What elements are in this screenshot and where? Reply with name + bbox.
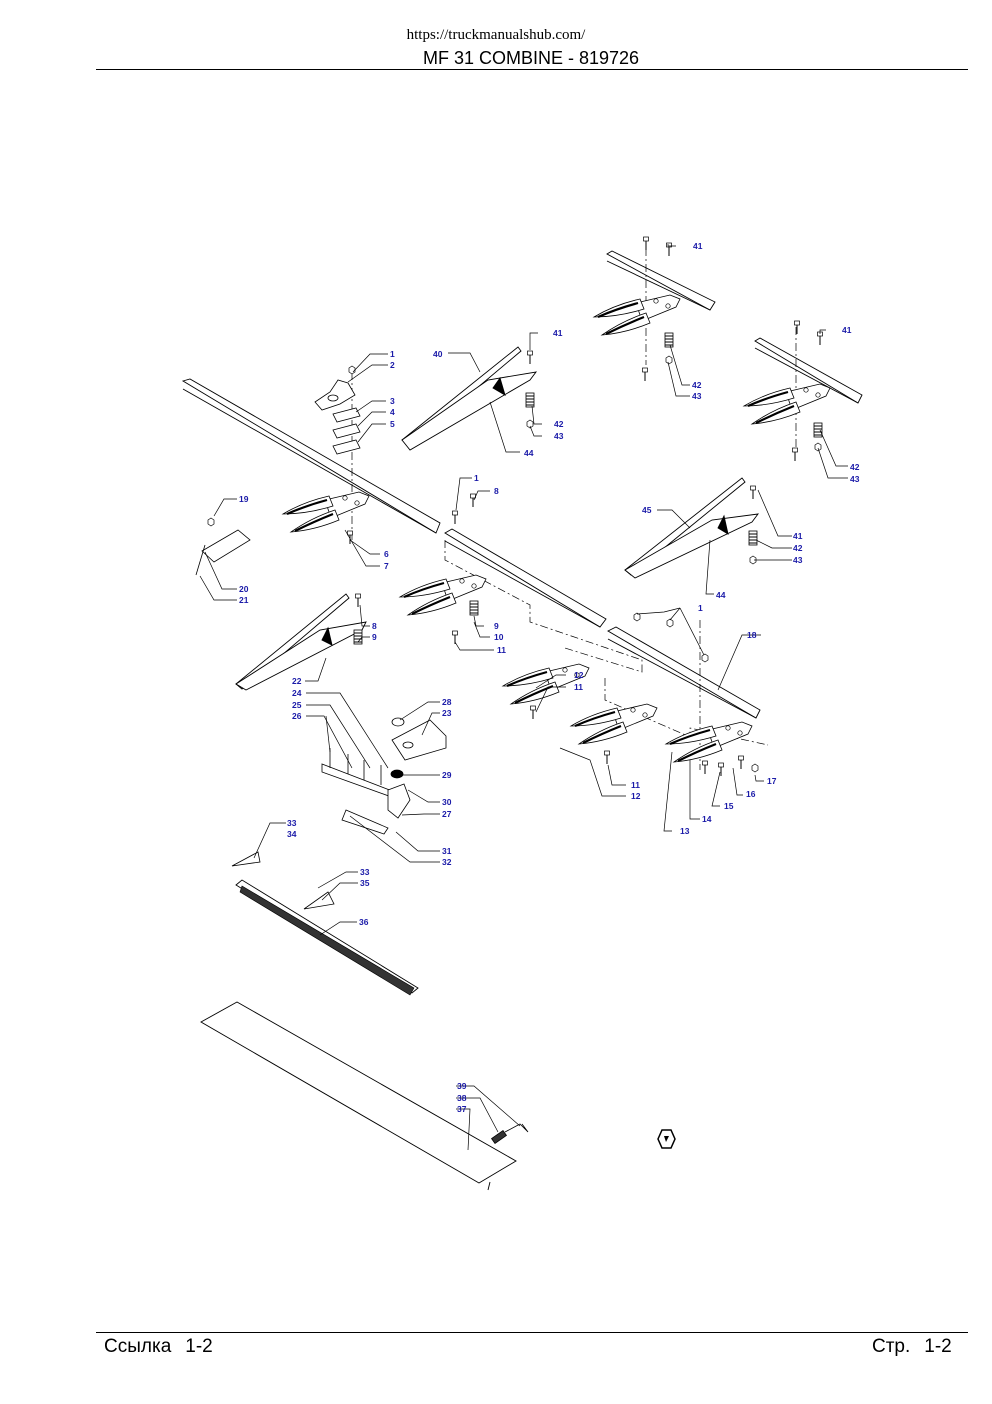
callout-41: 41 <box>793 531 803 541</box>
callout-41: 41 <box>842 325 852 335</box>
callout-45: 45 <box>642 505 652 515</box>
callout-44: 44 <box>524 448 534 458</box>
callout-11: 11 <box>574 682 583 692</box>
publisher-logo <box>657 1129 676 1149</box>
callout-41: 41 <box>553 328 563 338</box>
callout-14: 14 <box>702 814 712 824</box>
knife-guard <box>281 490 371 534</box>
footer-page: Стр. 1-2 <box>872 1336 952 1358</box>
callout-26: 26 <box>292 711 302 721</box>
knife-guard <box>569 702 659 746</box>
callout-38: 38 <box>457 1093 467 1103</box>
callout-7: 7 <box>384 561 389 571</box>
callout-22: 22 <box>292 676 302 686</box>
callout-42: 42 <box>692 380 702 390</box>
callout-31: 31 <box>442 846 452 856</box>
callout-23: 23 <box>442 708 452 718</box>
page-label: Стр. <box>872 1336 911 1357</box>
callout-42: 42 <box>554 419 564 429</box>
knife-back <box>235 879 419 996</box>
callout-18: 18 <box>747 630 757 640</box>
callout-9: 9 <box>494 621 499 631</box>
header-rule <box>96 69 968 70</box>
callout-39: 39 <box>457 1081 467 1091</box>
callout-43: 43 <box>850 474 860 484</box>
callout-43: 43 <box>793 555 803 565</box>
callout-6: 6 <box>384 549 389 559</box>
callout-24: 24 <box>292 688 302 698</box>
reference-value: 1-2 <box>185 1336 213 1357</box>
callout-15: 15 <box>724 801 734 811</box>
callout-1: 1 <box>390 349 395 359</box>
callout-3: 3 <box>390 396 395 406</box>
callout-36: 36 <box>359 917 369 927</box>
page-value: 1-2 <box>924 1336 952 1357</box>
crop-lifter <box>624 477 760 579</box>
callout-2: 2 <box>390 360 395 370</box>
callout-19: 19 <box>239 494 249 504</box>
callout-11: 11 <box>631 780 640 790</box>
page-title: MF 31 COMBINE - 819726 <box>422 48 640 68</box>
knife-clip-assembly <box>314 379 361 455</box>
knife-drive-assembly <box>321 717 447 835</box>
callout-44: 44 <box>716 590 726 600</box>
callout-21: 21 <box>239 595 249 605</box>
knife-guard <box>592 293 682 337</box>
callout-8: 8 <box>494 486 499 496</box>
callout-35: 35 <box>360 878 370 888</box>
callout-9: 9 <box>372 632 377 642</box>
part-callouts: 1 2 3 4 5 6 7 40 1 8 9 10 11 8 9 12 11 1… <box>239 241 860 1114</box>
callout-30: 30 <box>442 797 452 807</box>
callout-20: 20 <box>239 584 249 594</box>
callout-43: 43 <box>554 431 564 441</box>
cutter-bar <box>181 378 761 719</box>
header-tray <box>200 1001 517 1191</box>
callout-41: 41 <box>693 241 703 251</box>
callout-29: 29 <box>442 770 452 780</box>
knife-section <box>231 851 335 910</box>
plate-20 <box>195 529 251 576</box>
callout-16: 16 <box>746 789 756 799</box>
callout-43: 43 <box>692 391 702 401</box>
callout-12: 12 <box>631 791 641 801</box>
callout-11: 11 <box>497 645 506 655</box>
footer-reference: Ссылка 1-2 <box>104 1336 227 1358</box>
callout-42: 42 <box>793 543 803 553</box>
leader-lines <box>199 244 848 1151</box>
callout-34: 34 <box>287 829 297 839</box>
source-url: https://truckmanualshub.com/ <box>406 27 586 43</box>
reference-label: Ссылка <box>104 1336 172 1357</box>
callout-33: 33 <box>360 867 370 877</box>
callout-13: 13 <box>680 826 690 836</box>
cutter-bar-section-upper <box>606 250 863 404</box>
callout-42: 42 <box>850 462 860 472</box>
callout-33: 33 <box>287 818 297 828</box>
crop-lifter <box>401 346 538 451</box>
callout-37: 37 <box>457 1104 467 1114</box>
callout-10: 10 <box>494 632 504 642</box>
callout-8: 8 <box>372 621 377 631</box>
callout-1: 1 <box>474 473 479 483</box>
knife-guard <box>742 382 832 426</box>
callout-25: 25 <box>292 700 302 710</box>
footer-rule <box>96 1332 968 1333</box>
callout-40: 40 <box>433 349 443 359</box>
callout-1: 1 <box>698 603 703 613</box>
callout-12: 12 <box>574 670 584 680</box>
callout-5: 5 <box>390 419 395 429</box>
spring-hook <box>490 1123 529 1145</box>
callout-27: 27 <box>442 809 452 819</box>
callout-32: 32 <box>442 857 452 867</box>
callout-4: 4 <box>390 407 395 417</box>
callout-28: 28 <box>442 697 452 707</box>
crop-lifter <box>235 593 367 691</box>
callout-17: 17 <box>767 776 777 786</box>
